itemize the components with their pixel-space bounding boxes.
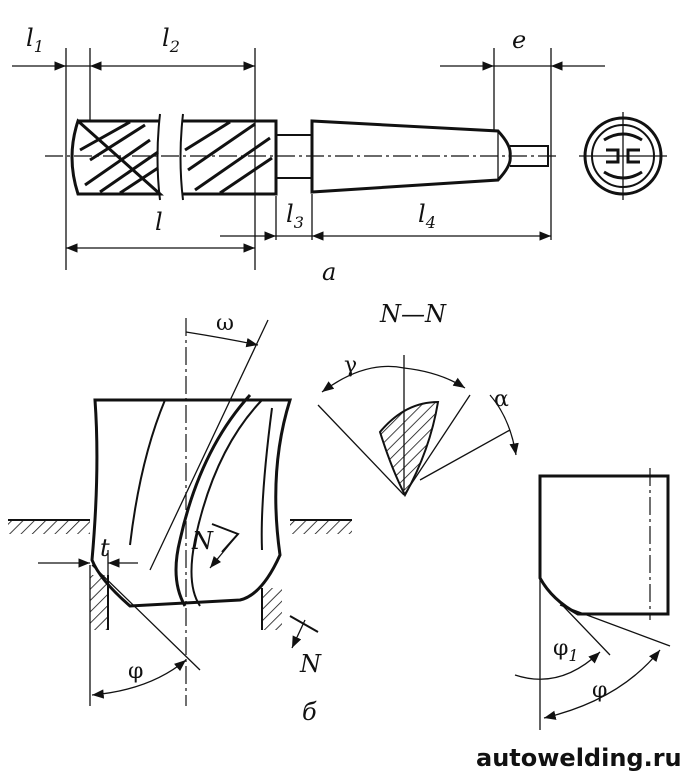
label-N-lower: N bbox=[299, 650, 322, 678]
label-l4: l4 bbox=[418, 200, 436, 232]
corner-detail-view bbox=[514, 468, 671, 730]
drill-tang bbox=[510, 145, 549, 167]
drill-side-view bbox=[45, 113, 560, 201]
caption-a: a bbox=[322, 258, 336, 286]
drill-taper-shank bbox=[310, 119, 512, 194]
label-omega: ω bbox=[216, 311, 234, 336]
drill-tip-view bbox=[8, 318, 352, 706]
helical-flutes bbox=[79, 120, 273, 195]
drill-end-view bbox=[579, 112, 667, 200]
section-title: N—N bbox=[379, 300, 447, 328]
label-phi-b: φ bbox=[128, 659, 143, 684]
view-a-dimensions bbox=[12, 48, 605, 270]
label-alpha: α bbox=[494, 387, 509, 412]
label-phi-c: φ bbox=[592, 678, 607, 703]
label-e: e bbox=[512, 26, 526, 54]
label-t: t bbox=[100, 534, 110, 562]
drill-flute-body bbox=[70, 118, 278, 196]
caption-b: б bbox=[302, 698, 317, 726]
label-l: l bbox=[155, 208, 163, 236]
label-l1: l1 bbox=[26, 24, 44, 56]
drill-neck bbox=[276, 134, 312, 179]
section-N-N bbox=[317, 355, 519, 498]
label-phi1: φ1 bbox=[553, 636, 579, 665]
watermark: autowelding.ru bbox=[476, 744, 682, 772]
label-l3: l3 bbox=[286, 200, 304, 232]
label-N-upper: N bbox=[191, 527, 214, 555]
label-gamma: γ bbox=[344, 353, 357, 378]
label-l2: l2 bbox=[162, 24, 180, 56]
